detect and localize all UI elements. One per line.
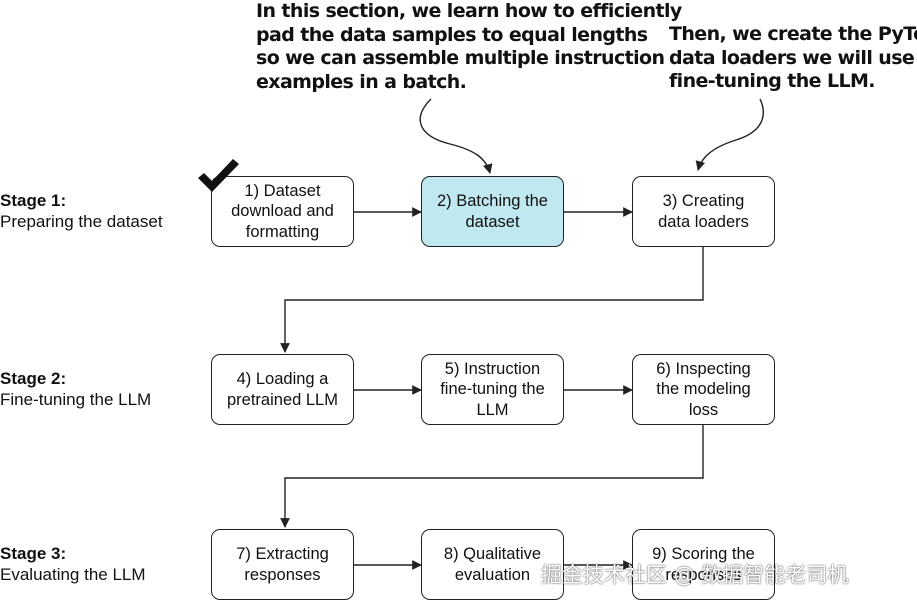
- callout-arrow-right: [695, 98, 764, 171]
- annotation-line: data loaders we will use for: [669, 46, 917, 69]
- step-4-box: 4) Loading a pretrained LLM: [211, 354, 354, 425]
- callout-arrow-left: [419, 98, 493, 174]
- annotation-line: examples in a batch.: [256, 70, 467, 93]
- stage-subtitle: Evaluating the LLM: [0, 565, 146, 584]
- checkmark-icon: [198, 159, 239, 192]
- step-6-box: 6) Inspecting the modeling loss: [632, 354, 775, 425]
- arrow-step3-to-step4: [280, 247, 704, 353]
- stage-1-label: Stage 1: Preparing the dataset: [0, 190, 163, 232]
- step-1-box: 1) Dataset download and formatting: [211, 176, 354, 247]
- stage-title: Stage 3:: [0, 544, 67, 563]
- annotation-line: Then, we create the PyTorch: [669, 23, 917, 45]
- annotation-line: fine-tuning the LLM.: [669, 70, 876, 92]
- stage-2-label: Stage 2: Fine-tuning the LLM: [0, 368, 151, 410]
- annotation-data-loaders: Then, we create the PyTorch data loaders…: [669, 23, 917, 94]
- step-5-box: 5) Instruction fine-tuning the LLM: [421, 354, 564, 425]
- stage-subtitle: Preparing the dataset: [0, 212, 163, 231]
- step-3-box: 3) Creating data loaders: [632, 176, 775, 247]
- annotation-batching: In this section, we learn how to efficie…: [256, 0, 682, 94]
- annotation-line: so we can assemble multiple instruction: [256, 47, 665, 69]
- step-9-box: 9) Scoring the responses: [632, 529, 775, 600]
- arrow-step6-to-step7: [280, 425, 704, 528]
- step-8-box: 8) Qualitative evaluation: [421, 529, 564, 600]
- stage-subtitle: Fine-tuning the LLM: [0, 390, 152, 409]
- stage-title: Stage 2:: [0, 369, 67, 388]
- watermark: 掘金技术社区 @ 数据智能老司机: [541, 563, 849, 587]
- annotation-line: In this section, we learn how to efficie…: [256, 0, 682, 22]
- annotation-line: pad the data samples to equal lengths: [256, 23, 648, 46]
- stage-3-label: Stage 3: Evaluating the LLM: [0, 543, 146, 585]
- step-7-box: 7) Extracting responses: [211, 529, 354, 600]
- stage-title: Stage 1:: [0, 191, 67, 210]
- step-2-box: 2) Batching the dataset: [421, 176, 564, 247]
